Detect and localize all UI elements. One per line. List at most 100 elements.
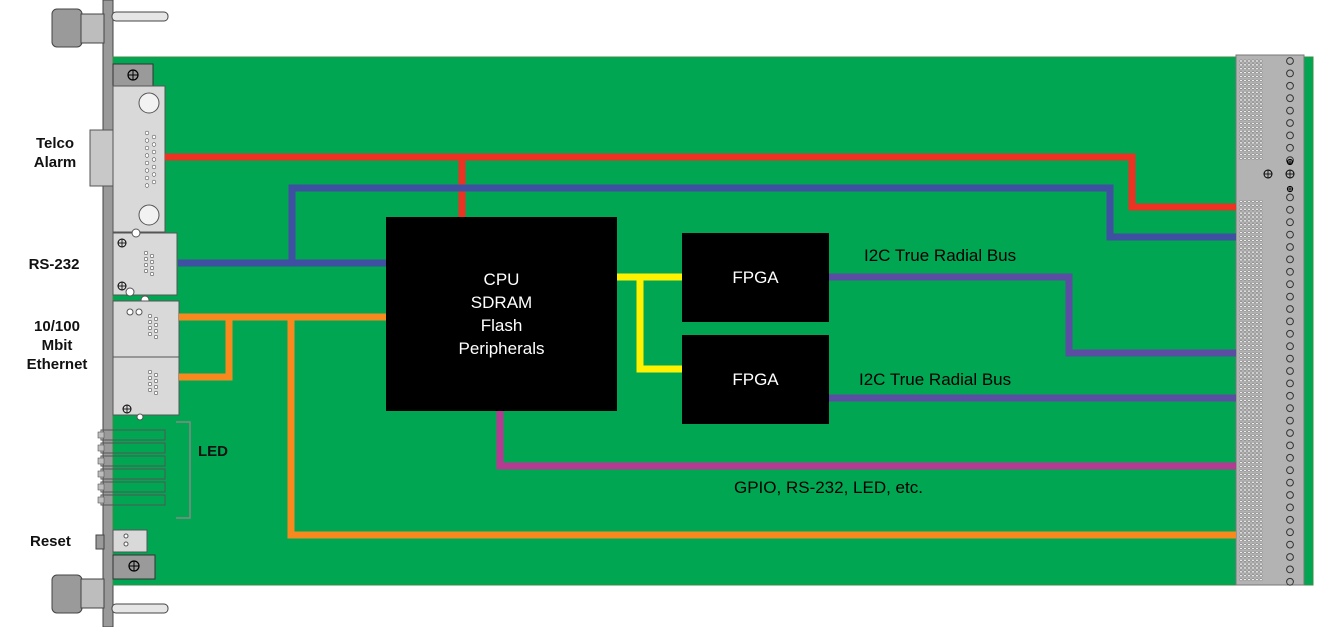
connector-pin [1251, 231, 1255, 235]
ethernet-bottom-trace [179, 317, 233, 381]
connector-pin [1247, 453, 1251, 457]
connector-pin [1255, 406, 1259, 410]
connector-pin [1243, 578, 1247, 582]
connector-pin [1259, 562, 1263, 566]
connector-contact [1286, 391, 1294, 400]
connector-pin [1247, 203, 1251, 207]
connector-pin [1255, 199, 1259, 203]
ethernet-backplane-trace [287, 317, 1236, 539]
reset-button-actuator[interactable] [95, 534, 105, 550]
connector-pin [1247, 359, 1251, 363]
connector-pin [1259, 469, 1263, 472]
cpu-label: CPU [483, 270, 520, 289]
connector-pin [1243, 242, 1247, 246]
connector-pin [1239, 457, 1243, 461]
connector-pin [1251, 301, 1255, 305]
connector-pin [1255, 238, 1259, 242]
connector-pin [1259, 277, 1263, 281]
reset-button[interactable] [112, 529, 148, 553]
connector-pin [1251, 547, 1255, 550]
connector-pin [1239, 118, 1243, 121]
connector-pin [1243, 153, 1247, 157]
connector-pin [1251, 496, 1255, 500]
connector-pin [1247, 344, 1251, 348]
connector-pin [1255, 63, 1259, 67]
connector-pin [1247, 430, 1251, 433]
connector-pin [1243, 211, 1247, 215]
connector-pin [1243, 488, 1247, 492]
connector-pin [1255, 149, 1259, 153]
connector-pin [1255, 133, 1259, 137]
connector-contact [1286, 367, 1294, 375]
connector-pin [1247, 324, 1251, 328]
connector-pin [1251, 375, 1255, 379]
ethernet-label: 10/100 Mbit Ethernet [20, 317, 94, 374]
connector-pin [1255, 207, 1259, 211]
connector-pin [1247, 125, 1251, 129]
connector-pin [1243, 523, 1247, 527]
connector-pin [1251, 133, 1255, 137]
connector-pin [1243, 441, 1247, 445]
connector-pin [1251, 562, 1255, 566]
connector-pin [1251, 472, 1255, 476]
connector-pin [1259, 118, 1263, 121]
connector-pin [1259, 246, 1263, 250]
connector-pin [1243, 527, 1247, 531]
connector-pin [1243, 574, 1247, 578]
connector-pin [1255, 398, 1259, 402]
connector-pin [1239, 402, 1243, 406]
connector-pin [1239, 410, 1243, 414]
connector-pin [1239, 336, 1243, 340]
connector-pin [1255, 227, 1259, 231]
connector-pin [1247, 67, 1251, 71]
connector-pin [1239, 433, 1243, 437]
connector-pin [1243, 515, 1247, 519]
connector-pin [1255, 223, 1259, 227]
connector-pin [1255, 379, 1259, 383]
connector-pin [1251, 285, 1255, 289]
connector-pin [1255, 114, 1259, 118]
connector-pin [1259, 297, 1263, 301]
connector-pin [1247, 469, 1251, 472]
connector-pin [1255, 137, 1259, 141]
connector-contact [1286, 81, 1294, 90]
connector-pin [1239, 211, 1243, 215]
connector-pin [1255, 320, 1259, 324]
connector-pin [1255, 480, 1259, 484]
connector-pin [1243, 102, 1247, 106]
connector-pin [1247, 398, 1251, 402]
connector-pin [1239, 426, 1243, 430]
ethernet-led [126, 308, 134, 316]
connector-pin [1251, 531, 1255, 535]
connector-pin [1251, 157, 1255, 160]
connector-pin [1247, 82, 1251, 86]
connector-pin [1239, 472, 1243, 476]
connector-pin [1255, 242, 1259, 246]
connector-pin [1243, 484, 1247, 488]
connector-pin [1255, 359, 1259, 363]
connector-pin [1259, 398, 1263, 402]
connector-pin [1259, 523, 1263, 527]
connector-pin [1255, 566, 1259, 570]
i2c-bus-label-bottom-text: I2C True Radial Bus [859, 370, 1012, 389]
connector-pin [1247, 558, 1251, 562]
connector-pin [1259, 114, 1263, 118]
connector-pin [1259, 141, 1263, 145]
connector-pin [1259, 254, 1263, 258]
connector-pin [1239, 246, 1243, 250]
connector-pin [1243, 359, 1247, 363]
connector-pin [1239, 254, 1243, 258]
connector-pin [1255, 98, 1259, 102]
connector-pin [1259, 437, 1263, 441]
connector-pin [1239, 262, 1243, 266]
connector-pin [1247, 387, 1251, 391]
connector-pin [1243, 547, 1247, 550]
connector-pin [1243, 215, 1247, 219]
connector-pin [1259, 445, 1263, 449]
connector-pin [1247, 550, 1251, 554]
connector-pin [1243, 63, 1247, 67]
connector-pin [1251, 398, 1255, 402]
connector-contact [1286, 119, 1294, 127]
connector-pin [1251, 414, 1255, 418]
faceplate [102, 0, 114, 627]
